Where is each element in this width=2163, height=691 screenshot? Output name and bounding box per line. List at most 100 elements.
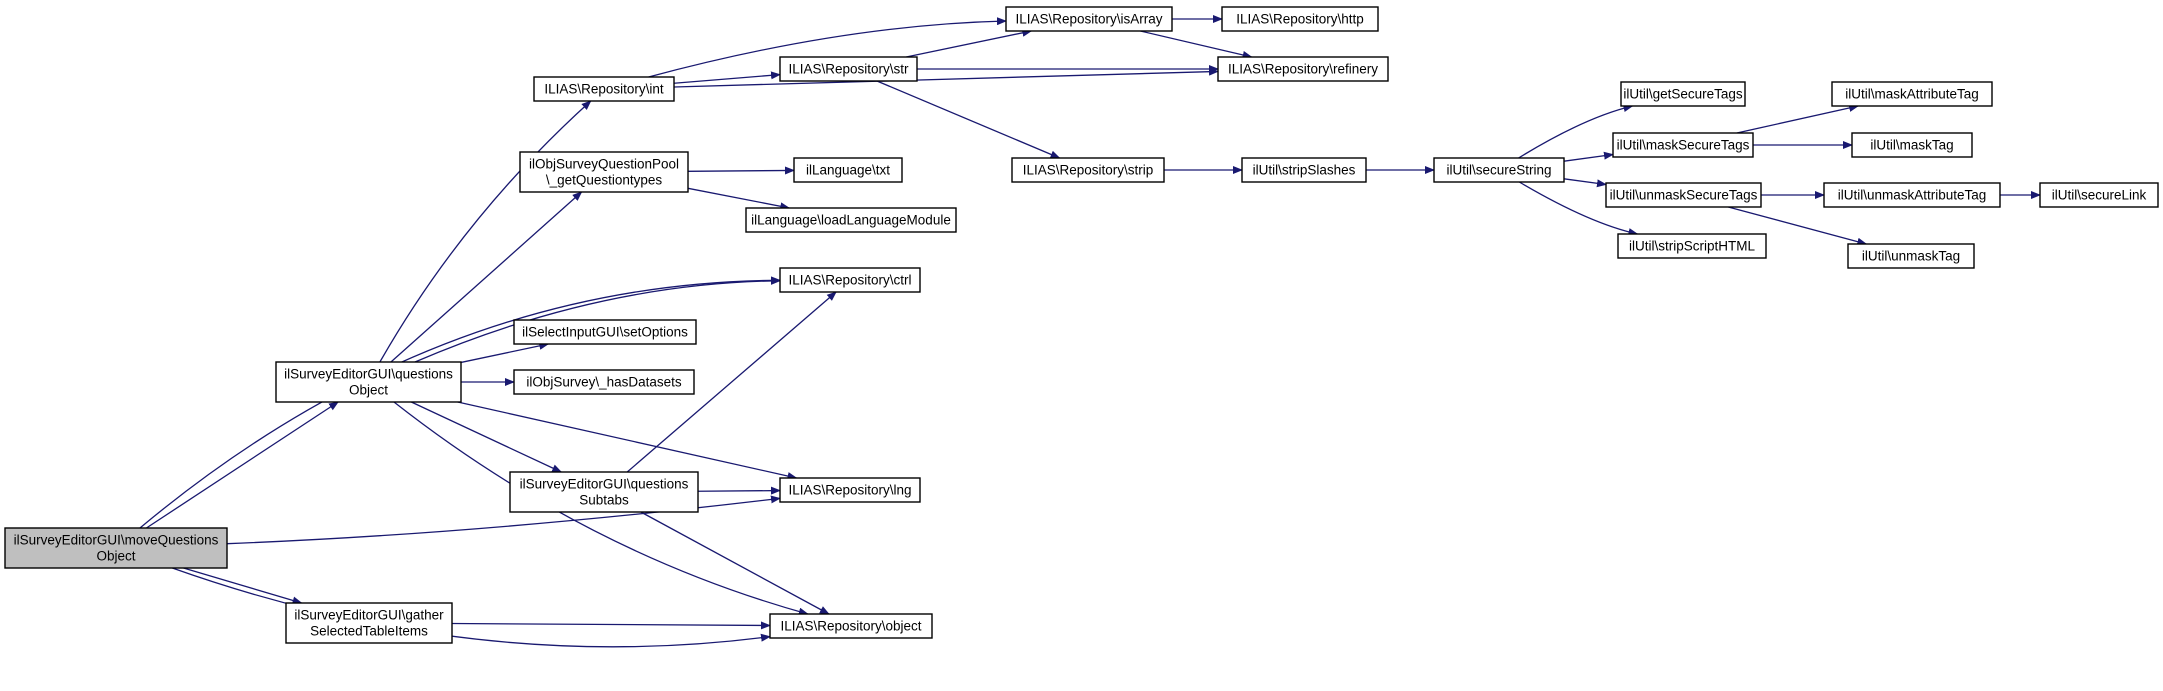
- node-setopt[interactable]: ilSelectInputGUI\setOptions: [513, 319, 697, 345]
- node-box-hasds: [513, 369, 695, 395]
- node-label: ilSelectInputGUI\setOptions: [522, 325, 688, 340]
- node-masksecure[interactable]: ilUtil\maskSecureTags: [1612, 132, 1754, 158]
- node-label: ilUtil\maskTag: [1870, 138, 1953, 153]
- node-loadlang[interactable]: ilLanguage\loadLanguageModule: [745, 207, 957, 233]
- node-box-int: [533, 76, 675, 102]
- edge-int-to-str: [673, 71, 781, 84]
- node-isarray[interactable]: ILIAS\Repository\isArray: [1005, 6, 1173, 32]
- edge-securestring-to-unmasksecure: [1563, 178, 1607, 188]
- node-label: Object: [349, 383, 388, 398]
- node-label: ilUtil\maskAttributeTag: [1845, 87, 1979, 102]
- edges-layer: [139, 15, 2041, 648]
- node-label: ilSurveyEditorGUI\moveQuestions: [14, 533, 219, 548]
- node-lng[interactable]: ILIAS\Repository\lng: [779, 477, 921, 503]
- node-box-strip: [1011, 157, 1165, 183]
- node-box-txt: [793, 157, 903, 183]
- node-txt[interactable]: ilLanguage\txt: [793, 157, 903, 183]
- node-label: ilLanguage\txt: [806, 163, 890, 178]
- edge-qobj-to-int: [379, 100, 592, 363]
- node-masktag[interactable]: ilUtil\maskTag: [1851, 132, 1973, 158]
- node-hasds[interactable]: ilObjSurvey\_hasDatasets: [513, 369, 695, 395]
- edge-isarray-to-refinery: [1140, 30, 1253, 59]
- node-label: ilUtil\secureLink: [2052, 188, 2147, 203]
- node-box-stripscript: [1617, 233, 1767, 259]
- node-box-loadlang: [745, 207, 957, 233]
- node-label: ILIAS\Repository\str: [788, 62, 909, 77]
- node-box-masktag: [1851, 132, 1973, 158]
- node-stripslashes[interactable]: ilUtil\stripSlashes: [1241, 157, 1367, 183]
- node-box-stripslashes: [1241, 157, 1367, 183]
- edge-move-to-object: [172, 567, 771, 648]
- node-label: ilUtil\stripSlashes: [1253, 163, 1356, 178]
- node-label: ilObjSurvey\_hasDatasets: [526, 375, 682, 390]
- node-label: ilUtil\secureString: [1446, 163, 1551, 178]
- node-label: ilSurveyEditorGUI\questions: [284, 367, 453, 382]
- node-securestring[interactable]: ilUtil\secureString: [1433, 157, 1565, 183]
- node-stripscript[interactable]: ilUtil\stripScriptHTML: [1617, 233, 1767, 259]
- node-label: ILIAS\Repository\isArray: [1015, 12, 1162, 27]
- edge-str-to-strip: [876, 80, 1061, 159]
- node-unmasksecure[interactable]: ilUtil\unmaskSecureTags: [1605, 182, 1762, 208]
- node-strip[interactable]: ILIAS\Repository\strip: [1011, 157, 1165, 183]
- node-label: ilLanguage\loadLanguageModule: [751, 213, 951, 228]
- node-box-subtabs: [509, 471, 699, 513]
- edge-pool-to-loadlang: [687, 187, 791, 211]
- edge-securestring-to-masksecure: [1563, 151, 1614, 162]
- node-label: ILIAS\Repository\lng: [788, 483, 911, 498]
- node-label: ilUtil\getSecureTags: [1623, 87, 1743, 102]
- node-http[interactable]: ILIAS\Repository\http: [1221, 6, 1379, 32]
- node-label: ILIAS\Repository\http: [1236, 12, 1364, 27]
- edge-securestring-to-stripscript: [1518, 181, 1639, 236]
- node-label: ILIAS\Repository\strip: [1023, 163, 1154, 178]
- edge-qobj-to-pool: [390, 191, 583, 363]
- node-gather[interactable]: ilSurveyEditorGUI\gatherSelectedTableIte…: [285, 602, 453, 644]
- node-label: SelectedTableItems: [310, 624, 428, 639]
- node-object[interactable]: ILIAS\Repository\object: [769, 613, 933, 639]
- node-label: ilUtil\unmaskSecureTags: [1610, 188, 1758, 203]
- node-securelink[interactable]: ilUtil\secureLink: [2039, 182, 2159, 208]
- node-getsecure[interactable]: ilUtil\getSecureTags: [1620, 81, 1746, 107]
- node-pool[interactable]: ilObjSurveyQuestionPool\_getQuestiontype…: [519, 151, 689, 193]
- node-box-lng: [779, 477, 921, 503]
- node-box-move: [4, 527, 228, 569]
- node-label: ilObjSurveyQuestionPool: [529, 157, 679, 172]
- edge-subtabs-to-object: [640, 511, 830, 615]
- node-unmasktag[interactable]: ilUtil\unmaskTag: [1847, 243, 1975, 269]
- node-box-unmasktag: [1847, 243, 1975, 269]
- node-box-qobj: [275, 361, 462, 403]
- edge-pool-to-txt: [687, 166, 795, 175]
- node-box-gather: [285, 602, 453, 644]
- node-unmaskattr[interactable]: ilUtil\unmaskAttributeTag: [1823, 182, 2001, 208]
- edge-subtabs-to-lng: [697, 486, 781, 495]
- node-label: ilUtil\unmaskTag: [1862, 249, 1960, 264]
- node-label: Object: [96, 549, 135, 564]
- node-refinery[interactable]: ILIAS\Repository\refinery: [1217, 56, 1389, 82]
- node-box-getsecure: [1620, 81, 1746, 107]
- node-int[interactable]: ILIAS\Repository\int: [533, 76, 675, 102]
- node-label: ilUtil\maskSecureTags: [1617, 138, 1750, 153]
- node-box-object: [769, 613, 933, 639]
- node-box-refinery: [1217, 56, 1389, 82]
- edge-qobj-to-setopt: [460, 341, 550, 364]
- node-box-masksecure: [1612, 132, 1754, 158]
- edge-subtabs-to-ctrl: [626, 291, 837, 473]
- node-label: ilSurveyEditorGUI\gather: [294, 608, 444, 623]
- node-box-pool: [519, 151, 689, 193]
- edge-masksecure-to-maskattr: [1736, 104, 1860, 134]
- edge-move-to-ctrl: [139, 276, 781, 529]
- node-label: ilUtil\stripScriptHTML: [1629, 239, 1756, 254]
- node-label: ILIAS\Repository\ctrl: [788, 273, 911, 288]
- node-maskattr[interactable]: ilUtil\maskAttributeTag: [1831, 81, 1993, 107]
- node-box-http: [1221, 6, 1379, 32]
- node-box-securestring: [1433, 157, 1565, 183]
- node-box-ctrl: [779, 267, 921, 293]
- node-str[interactable]: ILIAS\Repository\str: [779, 56, 918, 82]
- edge-unmasksecure-to-unmasktag: [1728, 206, 1868, 246]
- node-ctrl[interactable]: ILIAS\Repository\ctrl: [779, 267, 921, 293]
- edge-gather-to-object: [451, 621, 771, 630]
- node-box-setopt: [513, 319, 697, 345]
- edge-int-to-refinery: [673, 67, 1219, 88]
